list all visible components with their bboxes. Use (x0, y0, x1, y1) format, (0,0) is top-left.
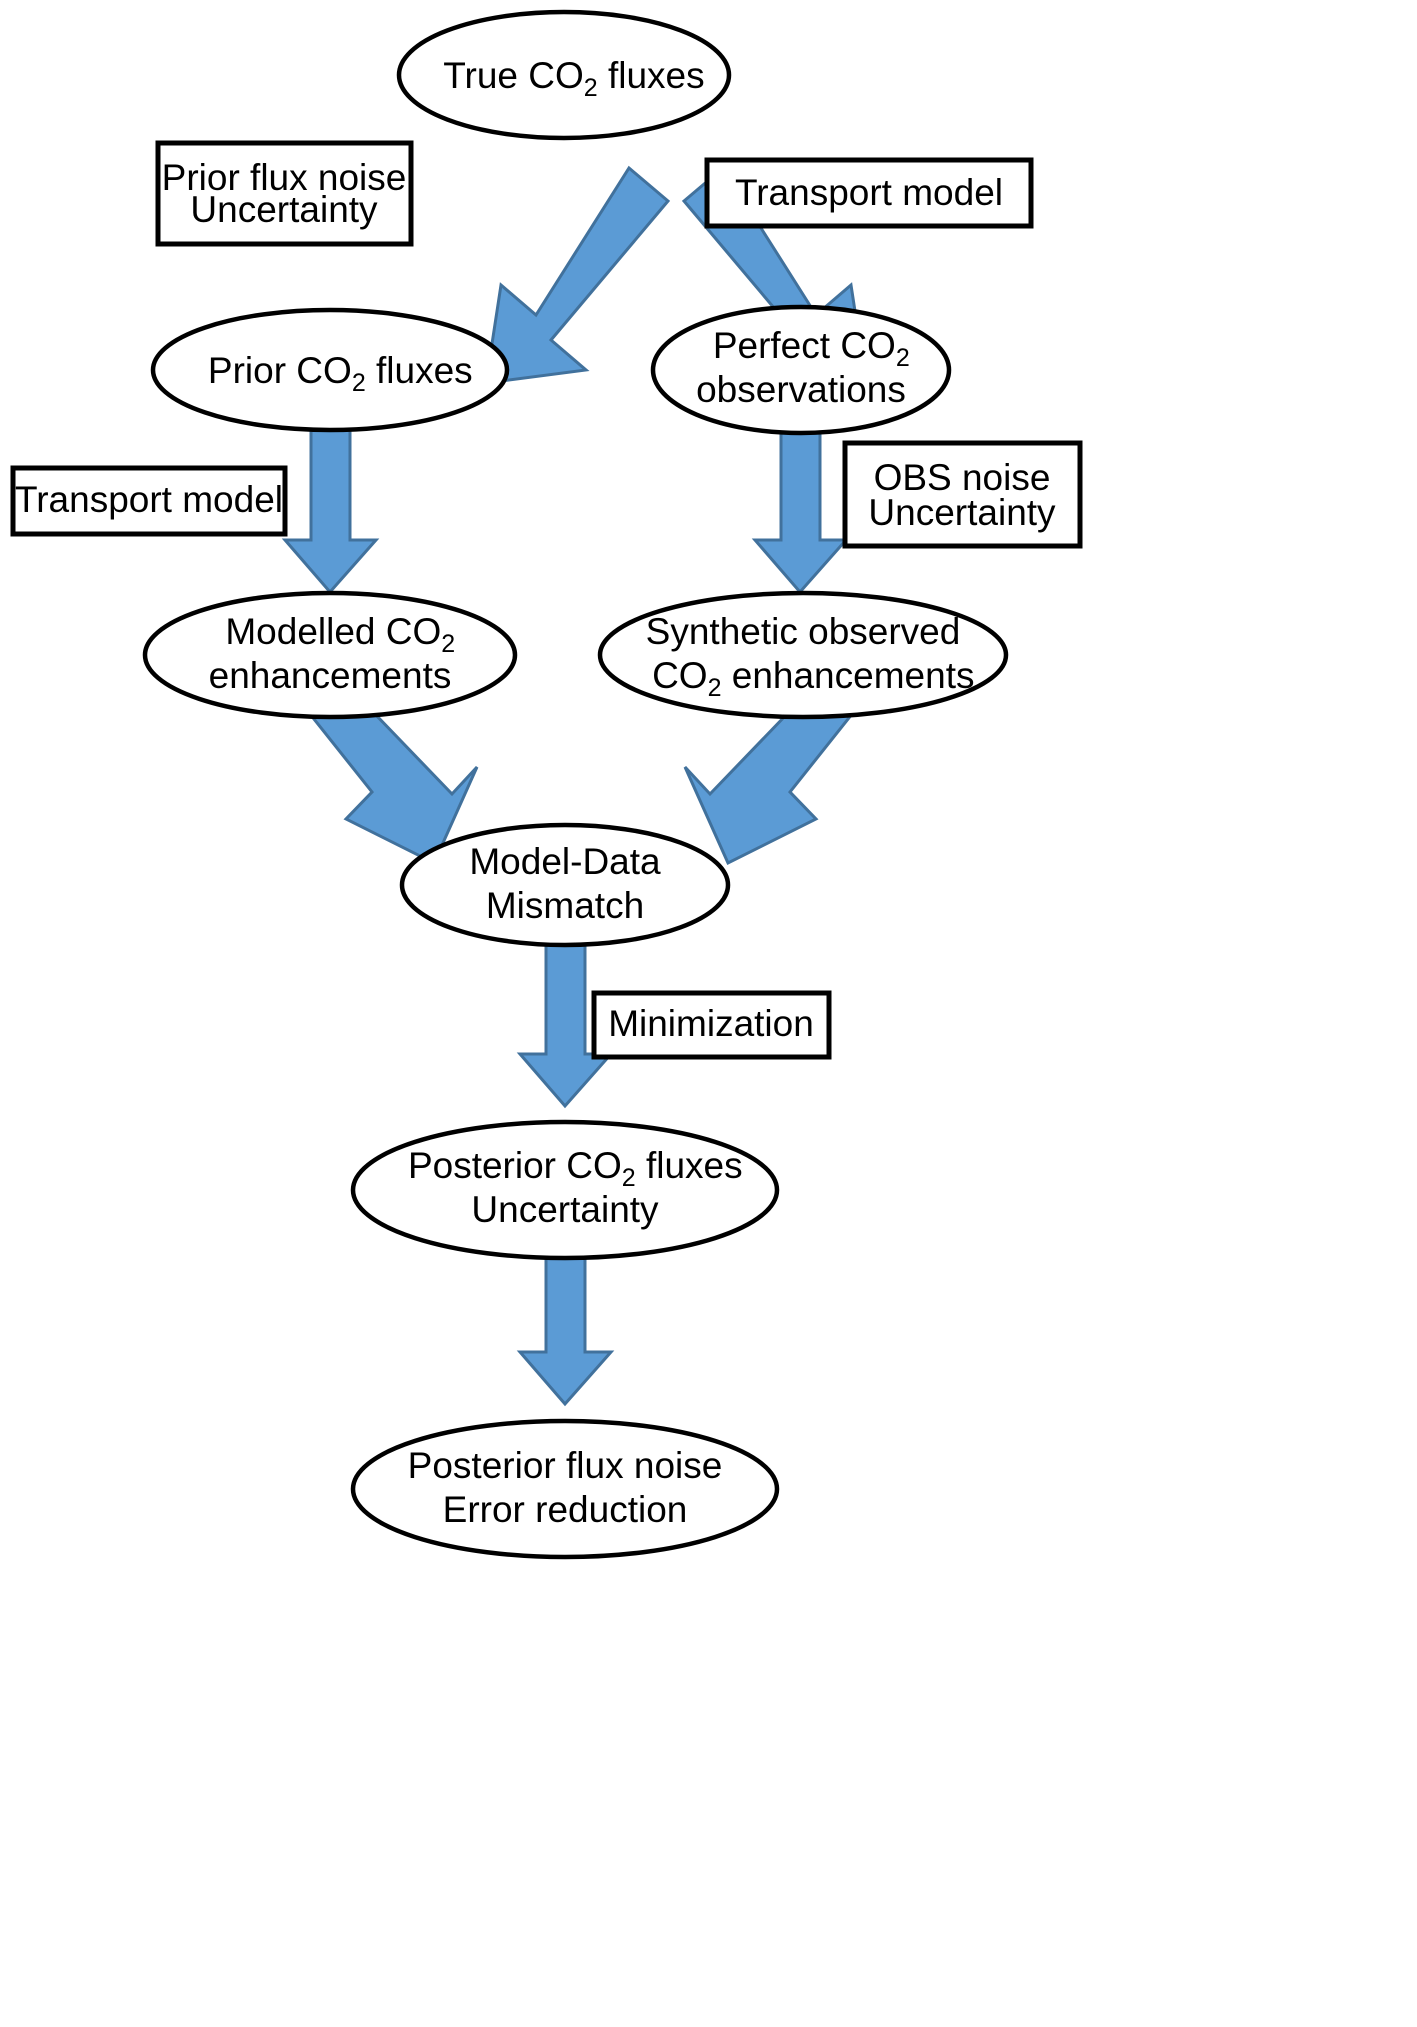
node-synthetic-enh-line1: Synthetic observed (646, 611, 961, 652)
node-posterior-fluxes-subscript: 2 (622, 1164, 636, 1192)
node-synthetic-enh-text-b: enhancements (721, 655, 974, 696)
node-true-fluxes-text-a: True CO (443, 55, 583, 96)
svg-text:Modelled CO2: Modelled CO2 (153, 611, 506, 663)
label-transport-model-top[interactable]: Transport model (704, 157, 1034, 229)
node-posterior-noise-line2: Error reduction (443, 1489, 688, 1530)
label-transport-model-left[interactable]: Transport model (10, 465, 288, 537)
node-perfect-obs[interactable]: Perfect CO2 observations (641, 304, 961, 436)
node-perfect-obs-subscript: 2 (896, 344, 910, 372)
node-synthetic-enh-subscript: 2 (708, 674, 722, 702)
arrow-true-to-prior (484, 165, 671, 385)
node-true-fluxes-subscript: 2 (584, 74, 598, 102)
node-posterior-fluxes-text-b: fluxes (636, 1145, 743, 1186)
node-modelled-enh-text-a: Modelled CO (225, 611, 441, 652)
node-prior-fluxes-text-a: Prior CO (208, 350, 352, 391)
arrow-perfect-obs-to-synthetic (751, 422, 850, 595)
node-posterior-fluxes[interactable]: Posterior CO2 fluxes Uncertainty (336, 1119, 794, 1261)
node-prior-fluxes-text-b: fluxes (366, 350, 473, 391)
node-mismatch-line1: Model-Data (469, 841, 661, 882)
node-perfect-obs-line2: observations (696, 369, 906, 410)
node-perfect-obs-text-a: Perfect CO (713, 325, 896, 366)
svg-text:Posterior CO2 fluxes: Posterior CO2 fluxes (336, 1145, 794, 1192)
node-true-fluxes-text-b: fluxes (598, 55, 705, 96)
arrow-prior-to-modelled (281, 422, 380, 595)
label-minimization-line1: Minimization (608, 1003, 814, 1044)
node-modelled-enhancements[interactable]: Modelled CO2 enhancements (142, 590, 518, 720)
node-mismatch-line2: Mismatch (486, 885, 644, 926)
label-obs-noise[interactable]: OBS noise Uncertainty (842, 440, 1083, 549)
label-obs-noise-line2: Uncertainty (868, 492, 1056, 533)
node-posterior-fluxes-line2: Uncertainty (471, 1189, 659, 1230)
node-model-data-mismatch[interactable]: Model-Data Mismatch (399, 822, 731, 948)
arrow-posterior-to-noise (516, 1254, 615, 1407)
node-prior-fluxes-subscript: 2 (352, 369, 366, 397)
node-posterior-fluxes-text-a: Posterior CO (408, 1145, 622, 1186)
node-posterior-noise-line1: Posterior flux noise (408, 1445, 723, 1486)
svg-text:Perfect CO2: Perfect CO2 (641, 325, 961, 377)
arrow-mismatch-to-posterior (516, 942, 615, 1109)
label-transport-model-left-line1: Transport model (15, 479, 283, 520)
svg-text:True CO2 fluxes: True CO2 fluxes (372, 55, 756, 102)
node-prior-fluxes[interactable]: Prior CO2 fluxes (136, 307, 524, 433)
label-transport-model-top-line1: Transport model (735, 172, 1003, 213)
label-prior-flux-noise-line2: Uncertainty (190, 189, 378, 230)
node-synthetic-enh-text-a: CO (652, 655, 708, 696)
label-prior-flux-noise[interactable]: Prior flux noise Uncertainty (155, 140, 414, 247)
label-minimization[interactable]: Minimization (591, 990, 832, 1060)
label-prior-flux-noise-line1: Prior flux noise (162, 157, 407, 198)
node-posterior-flux-noise[interactable]: Posterior flux noise Error reduction (350, 1418, 780, 1560)
node-modelled-enh-subscript: 2 (441, 630, 455, 658)
svg-text:CO2 enhancements: CO2 enhancements (580, 655, 1026, 702)
node-true-fluxes[interactable]: True CO2 fluxes (372, 9, 756, 141)
svg-text:Prior CO2 fluxes: Prior CO2 fluxes (136, 350, 524, 397)
label-obs-noise-line1: OBS noise (874, 457, 1051, 498)
node-modelled-enh-line2: enhancements (209, 655, 452, 696)
node-synthetic-enhancements[interactable]: Synthetic observed CO2 enhancements (580, 590, 1026, 720)
